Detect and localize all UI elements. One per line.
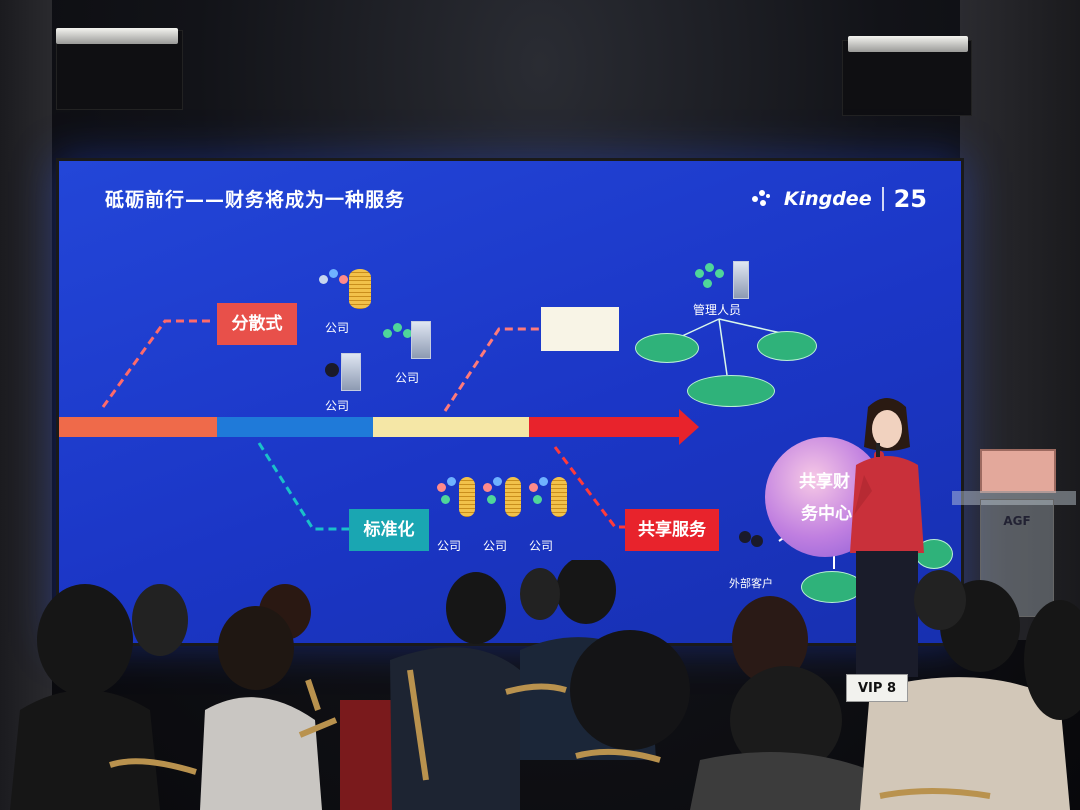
- shared-center-text-1: 共享财: [799, 472, 850, 492]
- timeline-segment-blue: [217, 417, 373, 437]
- center-node-bottom: [801, 571, 863, 603]
- stage-shared-label: 共享服务: [625, 509, 719, 551]
- slide-title: 砥砺前行——财务将成为一种服务: [105, 189, 406, 211]
- timeline-diagram: [59, 318, 835, 569]
- ceiling-light-left: [56, 28, 178, 44]
- left-wall: [0, 0, 52, 810]
- stage-distributed-label: 分散式: [217, 303, 297, 345]
- external-customer-icon: [735, 527, 775, 557]
- projection-screen: 砥砺前行——财务将成为一种服务 Kingdee 25 分散式 标准化 共享服务: [56, 158, 964, 646]
- shared-center-text-2: 务中心: [801, 504, 852, 524]
- timeline-arrow-red: [529, 409, 699, 445]
- vip-seat-sign: VIP 8: [846, 674, 908, 702]
- std-company-icon-3: [527, 475, 571, 519]
- connector-standardized: [257, 442, 349, 531]
- tree-node-left: [635, 333, 699, 363]
- company-people-server-icon: [381, 321, 433, 361]
- logo-anniversary-number: 25: [893, 185, 927, 213]
- company-label-2: 公司: [395, 371, 420, 385]
- kingdee-logo: Kingdee 25: [751, 185, 927, 213]
- std-company-label-1: 公司: [437, 539, 462, 553]
- ceiling-light-right: [848, 36, 968, 52]
- management-people-server-icon: [693, 261, 753, 301]
- company-people-coins-icon: [315, 265, 375, 311]
- std-company-label-2: 公司: [483, 539, 508, 553]
- stage-future-placeholder: [541, 307, 619, 351]
- podium-top: [952, 491, 1076, 505]
- tree-line-3: [718, 318, 782, 334]
- connector-shared: [553, 446, 625, 529]
- logo-separator: [881, 187, 884, 211]
- speaker-figure: [850, 398, 924, 677]
- tree-node-bottom: [687, 375, 775, 407]
- external-customer-label: 外部客户: [729, 577, 773, 590]
- logo-dots-icon: [751, 188, 774, 210]
- company-label-1: 公司: [325, 321, 350, 335]
- std-company-icon-2: [481, 475, 525, 519]
- std-company-icon-1: [435, 475, 479, 519]
- audience-silhouettes: [10, 560, 1080, 810]
- podium-brand-text: AGF: [1003, 514, 1031, 528]
- company-label-3: 公司: [325, 399, 350, 413]
- logo-name: Kingdee: [783, 188, 872, 210]
- connector-distributed: [101, 319, 211, 408]
- podium: AGF: [952, 445, 1076, 617]
- timeline-segment-orange: [59, 417, 217, 437]
- tree-line-2: [718, 318, 728, 376]
- management-label: 管理人员: [693, 303, 742, 317]
- connector-cream: [443, 327, 539, 412]
- tree-node-right: [757, 331, 817, 361]
- stage-standardized-label: 标准化: [349, 509, 429, 551]
- podium-laptop: [980, 449, 1056, 493]
- podium-panel: AGF: [980, 499, 1054, 617]
- std-company-label-3: 公司: [529, 539, 554, 553]
- company-person-server-icon: [317, 353, 363, 391]
- timeline-segment-cream: [373, 417, 529, 437]
